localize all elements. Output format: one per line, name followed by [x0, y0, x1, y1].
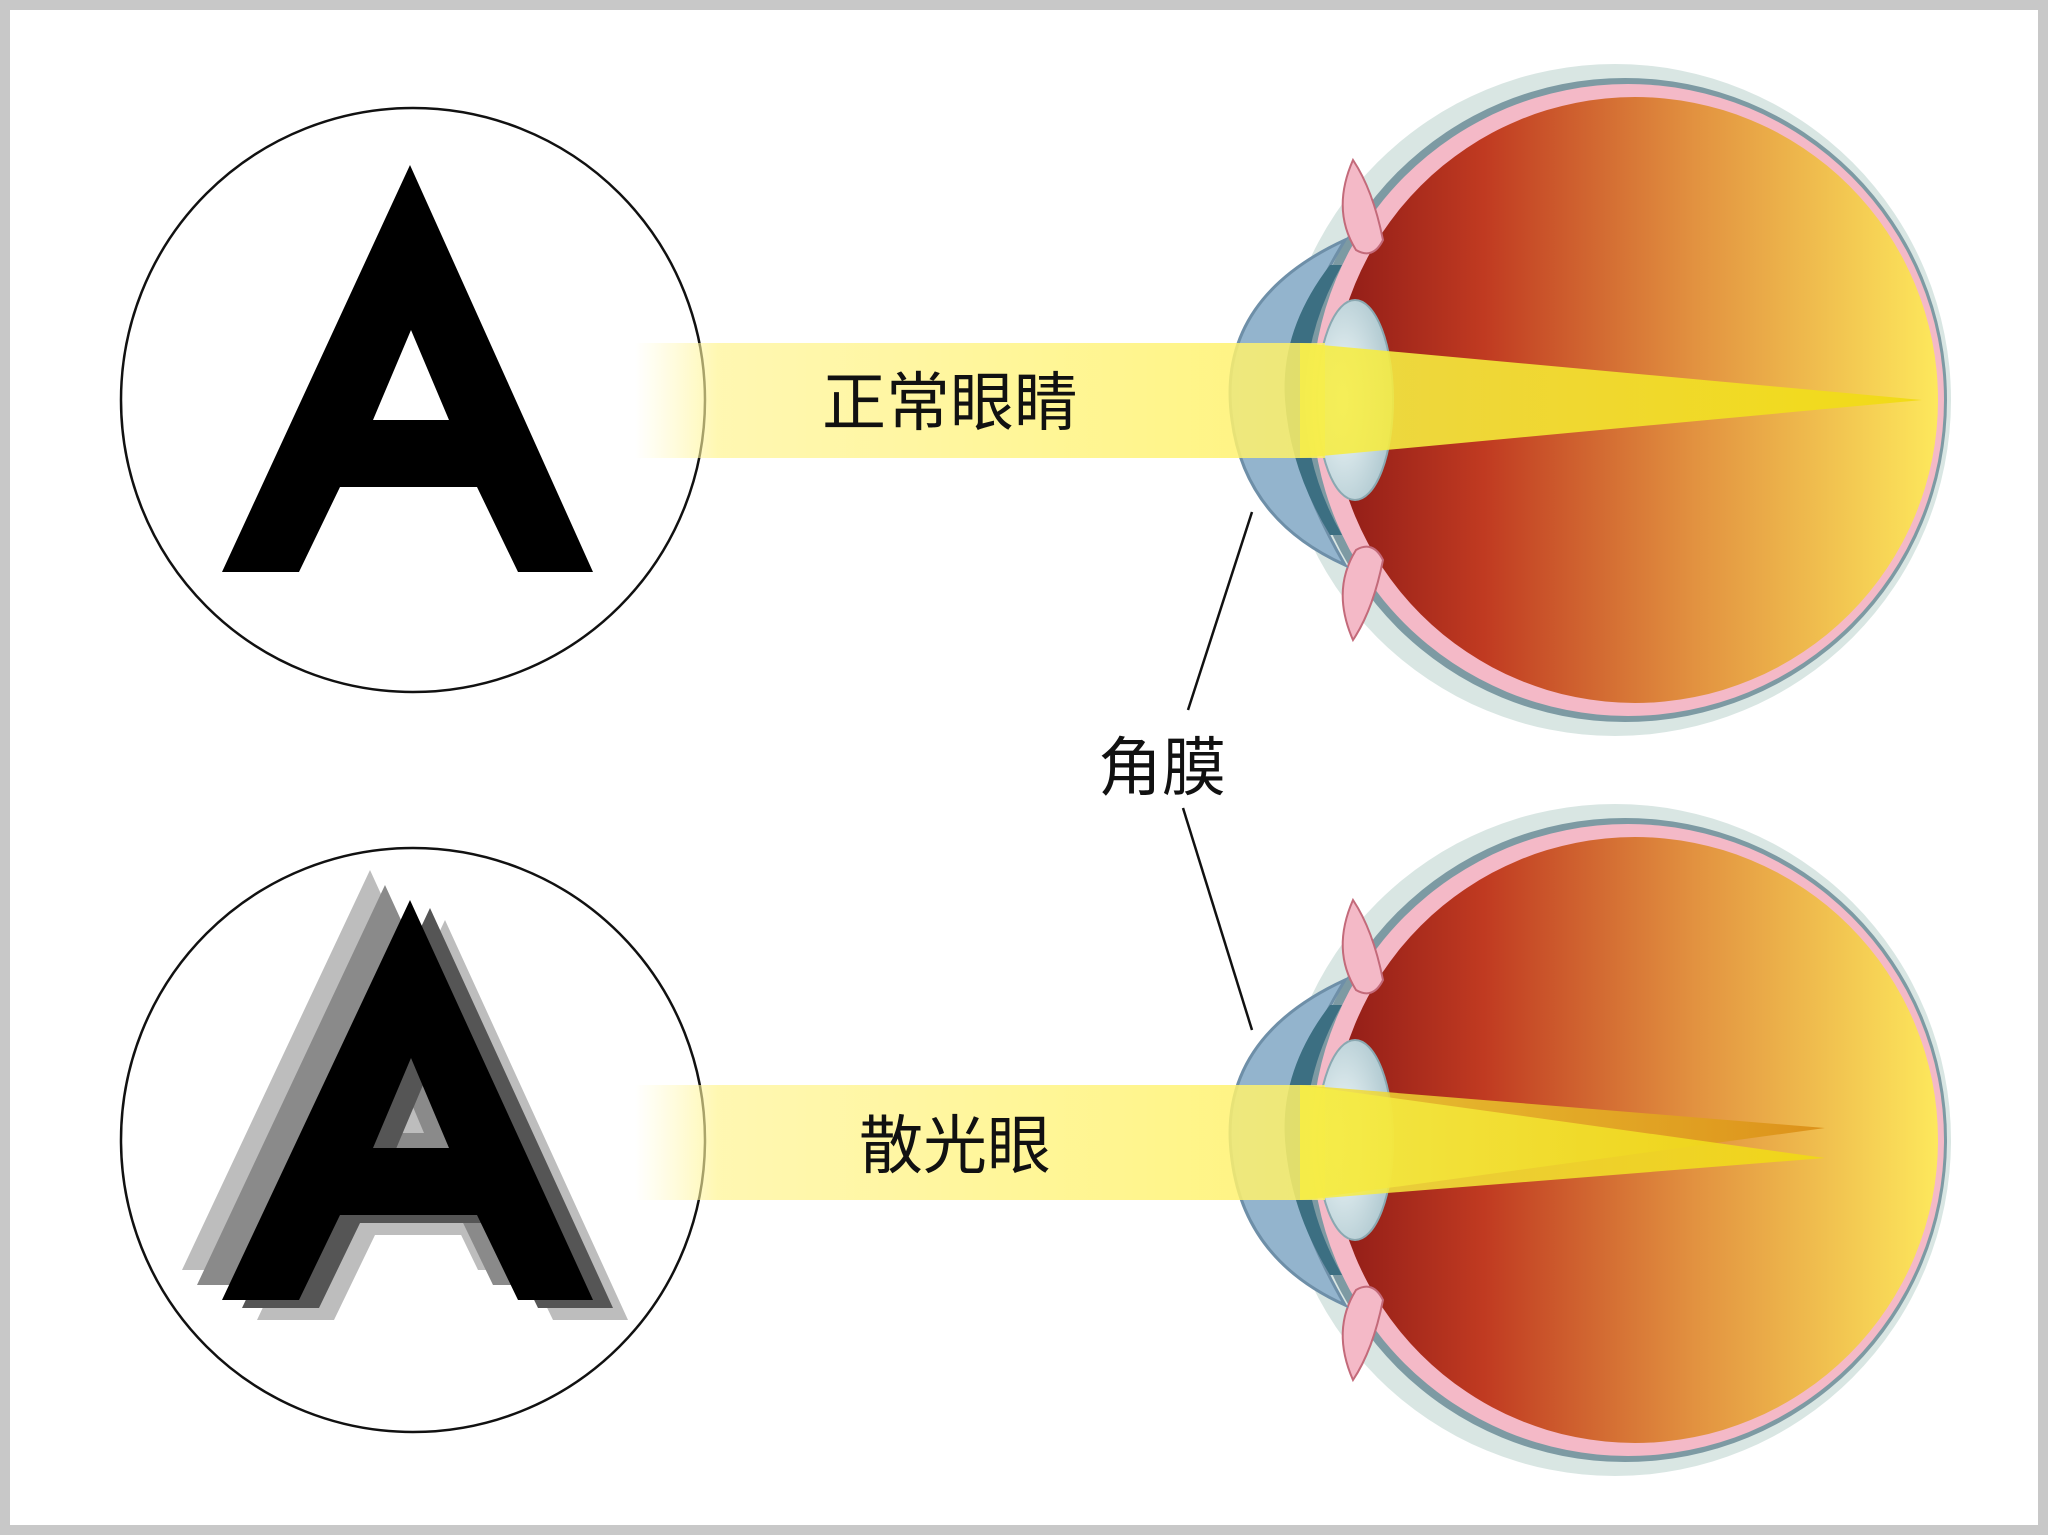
cornea-pointer-bottom	[1181, 807, 1254, 1031]
astigmatism-label: 散光眼	[859, 1110, 1051, 1184]
normal-light-beam	[635, 343, 1325, 458]
astigmatism-eye-group: 散光眼	[119, 804, 1951, 1476]
normal-eye-group: 正常眼睛	[119, 64, 1951, 736]
astigmatism-letter-a	[182, 870, 628, 1320]
astigmatism-focus-cone-2	[1300, 1085, 1825, 1200]
astigmatism-light-beam	[635, 1085, 1325, 1200]
cornea-pointer-top	[1186, 511, 1254, 711]
normal-letter-a	[222, 165, 593, 572]
normal-eye-label: 正常眼睛	[822, 367, 1078, 441]
cornea-label: 角膜	[1098, 732, 1226, 806]
normal-focus-cone	[1300, 343, 1922, 458]
